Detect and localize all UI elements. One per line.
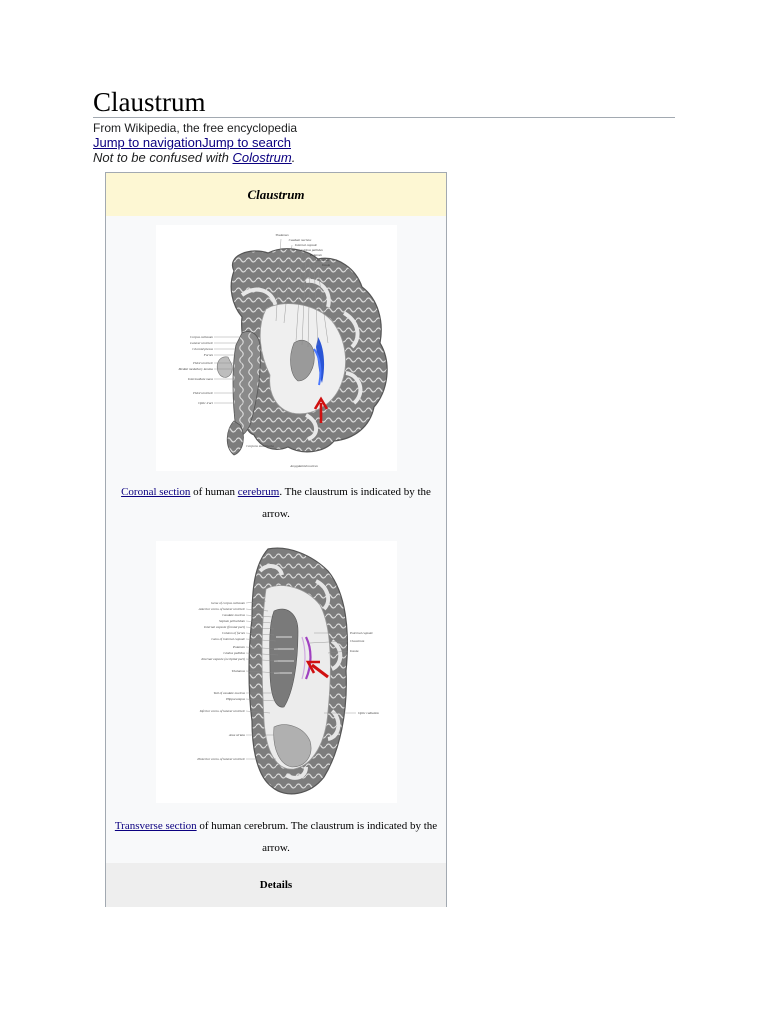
fig2-label-insula: Insula <box>349 649 359 653</box>
infobox-title: Claustrum <box>106 173 446 216</box>
jump-to-navigation-link[interactable]: Jump to navigation <box>93 135 203 150</box>
hatnote: Not to be confused with Colostrum. <box>93 150 295 165</box>
fig1-label-intermediate-mass: Intermediate mass <box>187 377 214 381</box>
hatnote-suffix: . <box>291 150 296 165</box>
fig2-label-column-fornix: Column of fornix <box>222 631 246 635</box>
hatnote-prefix: Not to be confused with <box>93 150 233 165</box>
fig1-label-putamen: Putamen <box>309 253 322 257</box>
fig1-label-third-ventricle: Third ventricle <box>193 361 214 365</box>
fig1-label-corpora-mamillaria: Corpora mamillaria <box>246 444 274 448</box>
coronal-caption-text-2: . The claustrum is indicated by the arro… <box>262 486 431 520</box>
details-header: Details <box>106 863 446 907</box>
coronal-section-link[interactable]: Coronal section <box>121 486 191 498</box>
fig2-label-internal-capsule-frontal: Internal capsule (frontal part) <box>203 625 246 629</box>
fig1-label-third-ventricle-2: Third ventricle <box>193 391 214 395</box>
fig2-label-tail-caudate: Tail of caudate nucleus <box>214 691 246 695</box>
colostrum-link[interactable]: Colostrum <box>232 150 292 165</box>
fig2-label-septum: Septum pellucidum <box>219 619 245 623</box>
fig1-label-medullary-lamina: Medial medullary lamina <box>178 367 214 371</box>
jump-links: Jump to navigationJump to search <box>93 135 291 150</box>
fig2-label-anterior-cornu: Anterior cornu of lateral ventricle <box>198 607 246 611</box>
jump-to-search-link[interactable]: Jump to search <box>202 135 291 150</box>
fig1-label-thalamus: Thalamus <box>275 233 289 237</box>
fig1-label-caudate: Caudate nucleus <box>289 238 312 242</box>
fig2-label-optic-radiation: Optic radiation <box>358 711 379 715</box>
fig1-label-optic-tract: Optic tract <box>198 401 214 405</box>
fig1-label-choroid: Choroid plexus <box>192 347 213 351</box>
fig2-label-external-capsule: External capsule <box>349 631 373 635</box>
fig1-label-internal-capsule: Internal capsule <box>294 243 318 247</box>
transverse-caption: Transverse section of human cerebrum. Th… <box>106 815 446 859</box>
fig2-label-genu-cc: Genu of corpus callosum <box>211 601 246 605</box>
fig2-label-hippocampus: Hippocampus <box>225 697 246 701</box>
transverse-section-image[interactable]: Genu of corpus callosum Anterior cornu o… <box>156 541 397 803</box>
fig2-label-internal-capsule-occipital: Internal capsule (occipital part) <box>200 657 245 661</box>
fig1-label-insula: Insula <box>321 263 331 267</box>
infobox: Claustrum <box>105 172 447 907</box>
fig2-label-posterior-cornu: Posterior cornu of lateral ventricle <box>196 757 245 761</box>
fig2-label-putamen: Putamen <box>232 645 245 649</box>
fig2-label-genu-ic: Genu of internal capsule <box>211 637 245 641</box>
coronal-caption-text-1: of human <box>190 486 238 498</box>
fig1-label-fornix: Fornix <box>203 353 214 357</box>
fig1-label-corpus-callosum: Corpus callosum <box>190 335 214 339</box>
coronal-section-image[interactable]: Thalamus Caudate nucleus Internal capsul… <box>156 225 397 471</box>
title-divider <box>93 117 675 118</box>
page-title: Claustrum <box>93 87 206 117</box>
site-tagline: From Wikipedia, the free encyclopedia <box>93 121 298 135</box>
fig1-label-claustrum: Claustrum <box>315 258 330 262</box>
fig2-label-caudate: Caudate nucleus <box>222 613 245 617</box>
fig2-label-thalamus: Thalamus <box>232 669 246 673</box>
transverse-caption-text: of human cerebrum. The claustrum is indi… <box>196 820 438 854</box>
fig1-label-amygdaloid: Amygdaloid nucleus <box>289 464 318 468</box>
fig2-label-inferior-cornu: Inferior cornu of lateral ventricle <box>199 709 246 713</box>
fig2-label-globus: Globus pallidus <box>223 651 245 655</box>
fig2-label-area-striata: Area striata <box>228 733 245 737</box>
fig1-label-lateral-ventricle: Lateral ventricle <box>189 341 213 345</box>
fig2-label-claustrum: Claustrum <box>350 639 365 643</box>
transverse-section-link[interactable]: Transverse section <box>114 820 197 832</box>
cerebrum-link[interactable]: cerebrum <box>237 486 280 498</box>
coronal-caption: Coronal section of human cerebrum. The c… <box>106 481 446 525</box>
fig1-label-globus: Globus pallidus <box>301 248 323 252</box>
